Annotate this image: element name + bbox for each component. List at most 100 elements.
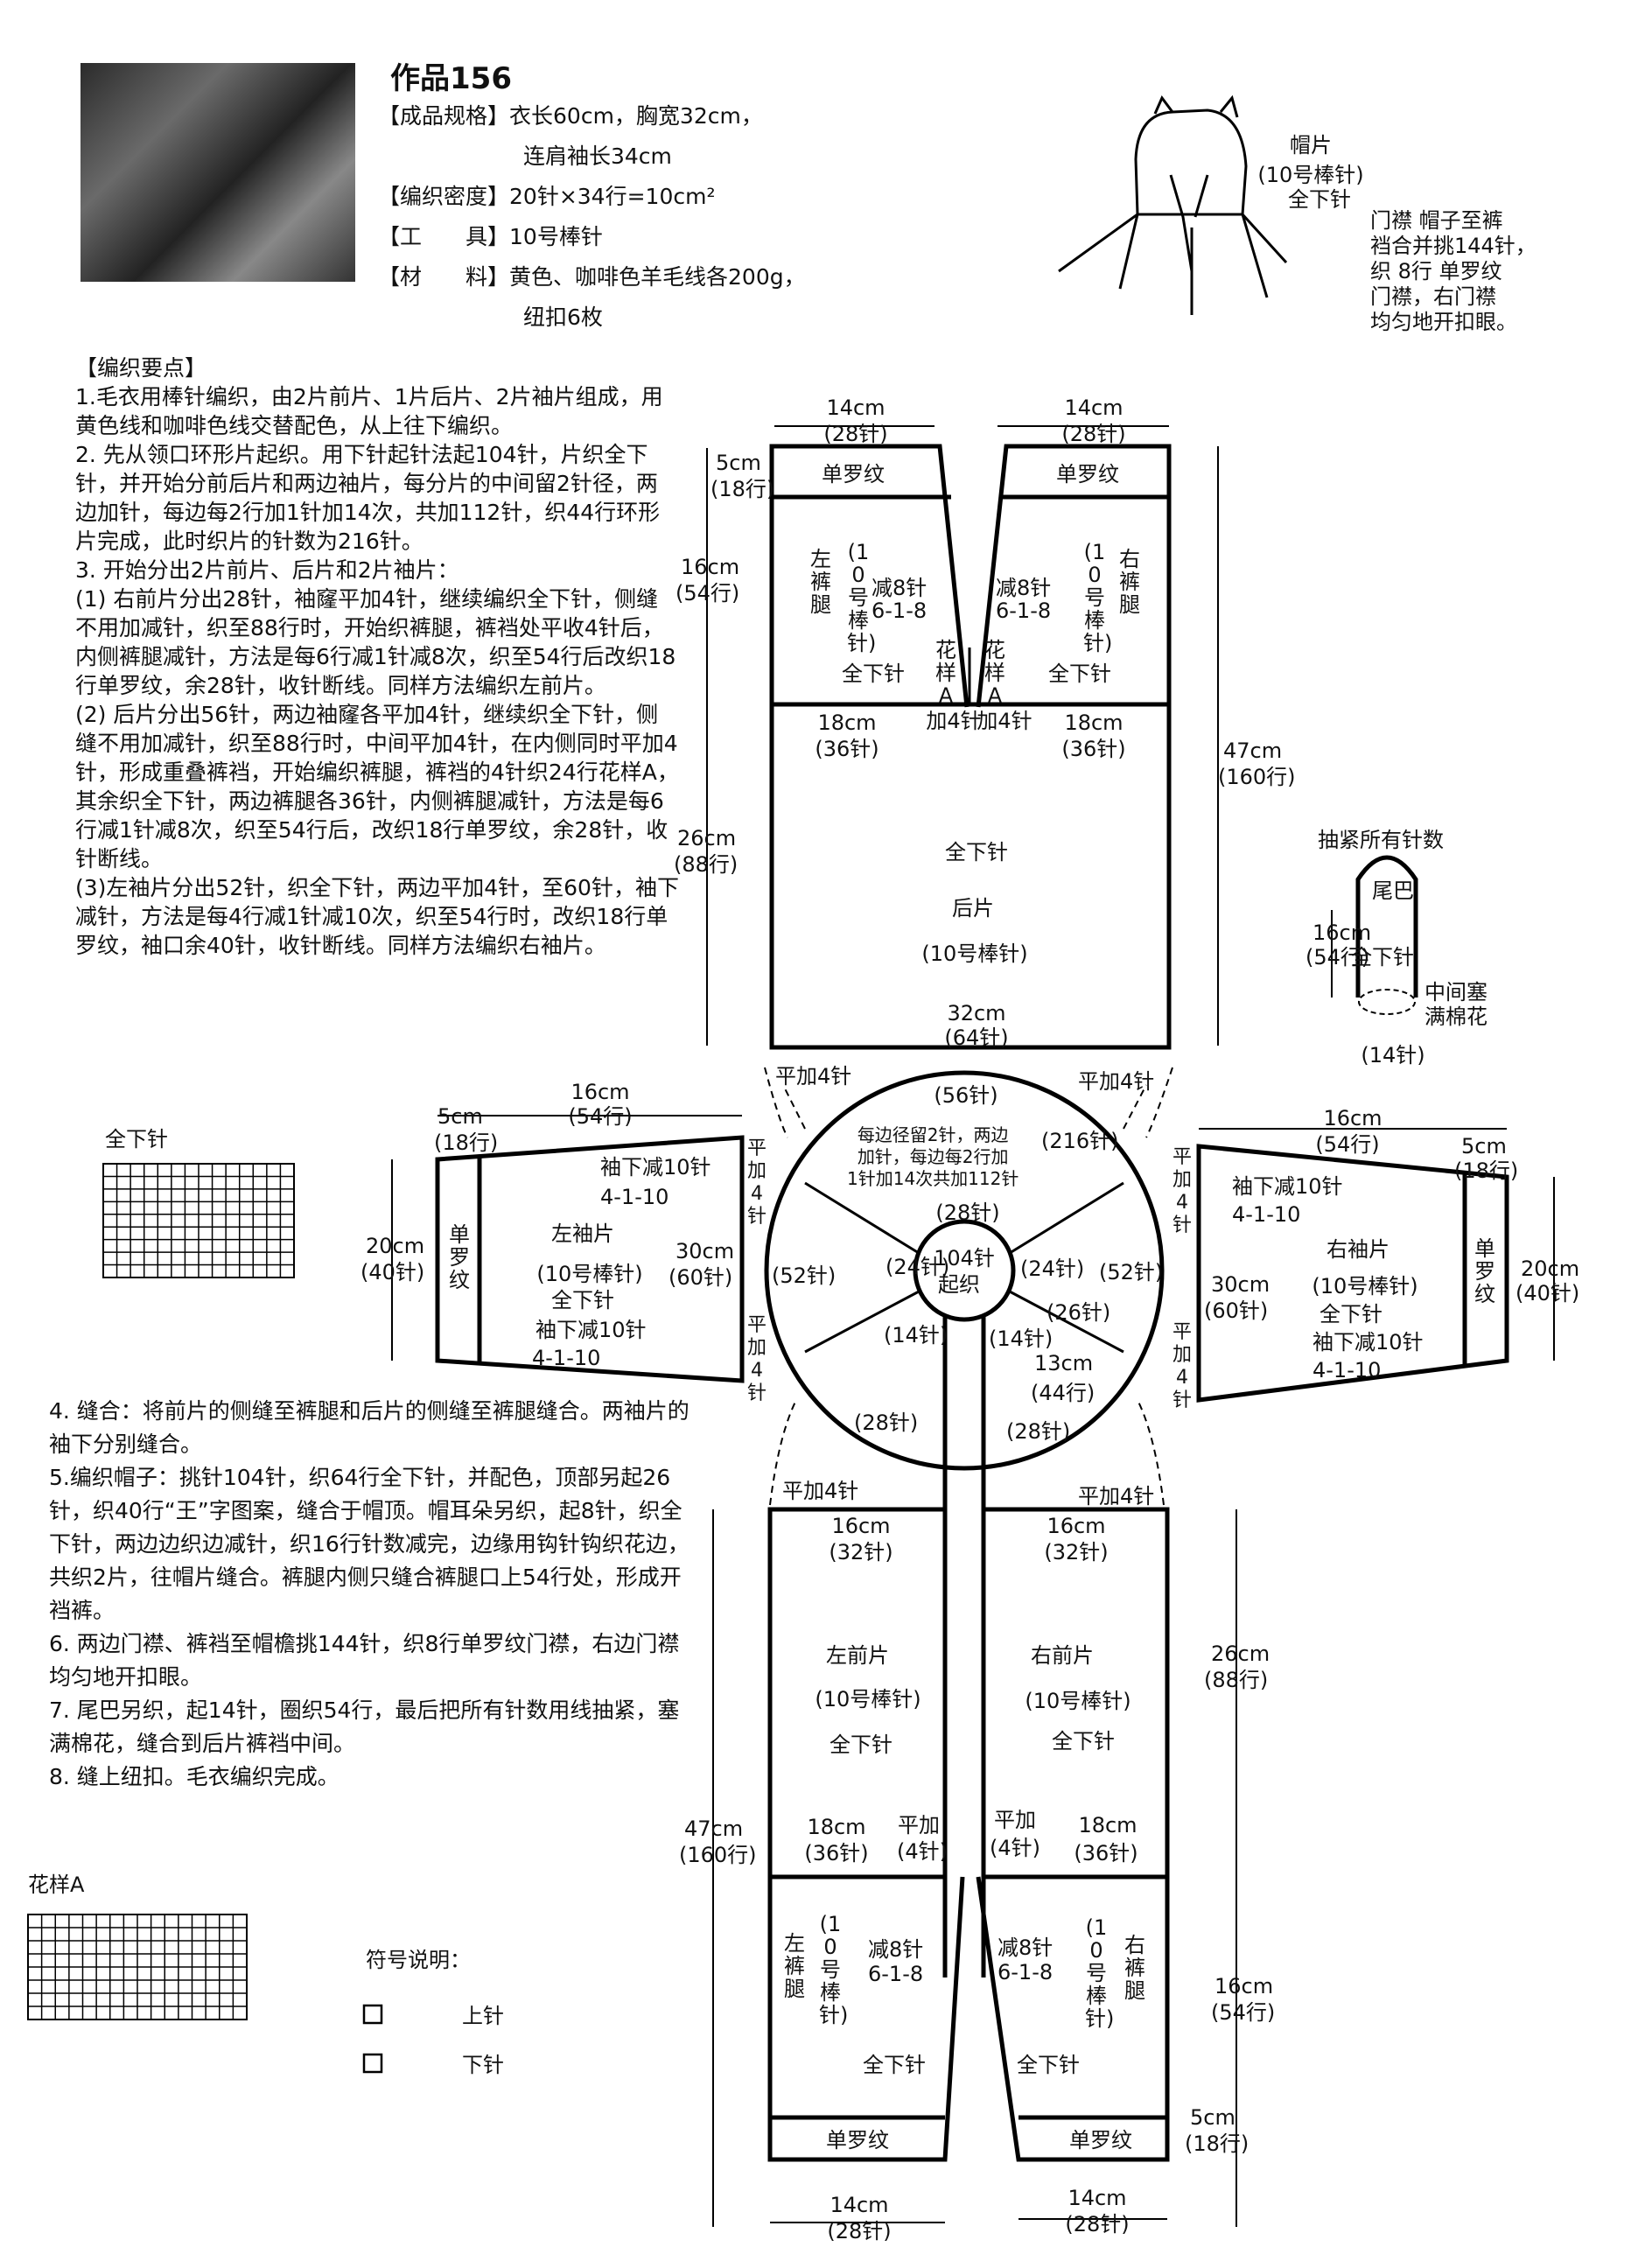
back-name: 后片	[952, 896, 994, 920]
yoke-52-right: (52针)	[1099, 1260, 1164, 1284]
legend-title: 符号说明：	[366, 1948, 471, 1972]
back-left-leg-label: 左裤腿	[810, 547, 831, 617]
yoke-center-1: 104针	[934, 1246, 995, 1270]
back-left-width: 18cm	[817, 710, 877, 735]
lsleeve-dec-top-rule: 4-1-10	[600, 1185, 669, 1209]
yoke-216: (216针)	[1041, 1129, 1119, 1153]
pattern-a-title: 花样A	[28, 1872, 85, 1897]
rsleeve-cuff-rows: (18行)	[1454, 1158, 1519, 1183]
front-left-leg-label: 左裤腿	[784, 1931, 805, 2001]
front-right-dec: 减8针	[998, 1936, 1054, 1960]
spec-key: 【工 具】	[378, 224, 510, 249]
front-right-bottom-stitches: (28针)	[1065, 2212, 1130, 2236]
crotch-add-right: 加4针	[976, 709, 1032, 733]
lsleeve-flat-top: 平加4针	[746, 1138, 766, 1228]
lsleeve-rib: 单罗纹	[449, 1222, 470, 1292]
spec-key: 【编织密度】	[378, 184, 510, 209]
instructions: 【编织要点】 1.毛衣用棒针编织，由2片前片、1片后片、2片袖片组成，用黄色线和…	[75, 354, 679, 960]
tail-bottom: (14针)	[1361, 1043, 1425, 1068]
lsleeve-needle: (10号棒针)	[536, 1262, 643, 1286]
note-line: 裆合并挑144针，	[1370, 234, 1536, 258]
front-left-width: 16cm	[831, 1514, 891, 1538]
back-leg-right-width: 14cm	[1064, 396, 1124, 420]
front-right-s36: (36针)	[1074, 1841, 1138, 1866]
cover-photo	[80, 63, 355, 282]
back-right-stitch: 全下针	[1048, 662, 1111, 686]
spec-value: 连肩袖长34cm	[523, 144, 672, 169]
hood-needle: (10号棒针)	[1257, 163, 1364, 187]
back-leg-height: 16cm	[681, 555, 740, 579]
lsleeve-height: 20cm	[366, 1234, 425, 1258]
front-rib-height: 5cm	[1190, 2105, 1236, 2130]
front-left-leg-stitch: 全下针	[863, 2053, 926, 2077]
front-right-dec-rule: 6-1-8	[998, 1960, 1054, 1984]
rsleeve-rows: (54行)	[1315, 1132, 1380, 1157]
yoke-24-right: (24针)	[1020, 1256, 1085, 1281]
back-right-rib: 单罗纹	[1056, 462, 1119, 486]
lsleeve-cuff-rows: (18行)	[434, 1130, 499, 1155]
back-bottom-width: 32cm	[947, 1001, 1006, 1026]
front-right-stitch: 全下针	[1052, 1729, 1115, 1754]
back-left-stitch: 全下针	[842, 662, 905, 686]
note-line: 门襟，右门襟	[1370, 284, 1496, 309]
lsleeve-dec-bottom: 袖下减10针	[536, 1318, 647, 1342]
front-leg-height: 16cm	[1214, 1974, 1274, 1998]
front-left-w18: 18cm	[807, 1815, 866, 1839]
front-right-name: 右前片	[1031, 1643, 1094, 1668]
tail-note: 抽紧所有针数	[1318, 828, 1444, 852]
yoke-note-line: 1针加14次共加112针	[847, 1168, 1019, 1189]
spec-value: 衣长60cm，胸宽32cm，	[509, 103, 763, 129]
back-leg-right-stitches: (28针)	[1061, 422, 1126, 446]
back-leg-left-stitches: (28针)	[823, 422, 888, 446]
yoke-52-left: (52针)	[772, 1264, 836, 1288]
lsleeve-flat-bottom: 平加4针	[746, 1314, 766, 1404]
front-left-stitches: (32针)	[829, 1540, 893, 1564]
back-leg-left-width: 14cm	[826, 396, 886, 420]
back-total-height: 47cm	[1223, 738, 1283, 763]
tail-stuff-2: 满棉花	[1424, 1004, 1488, 1029]
note-line: 织 8行 单罗纹	[1370, 259, 1502, 284]
back-flat-right: 平加4针	[1078, 1069, 1155, 1094]
tail-stuff-1: 中间塞	[1424, 980, 1488, 1004]
lsleeve-name: 左袖片	[551, 1222, 614, 1246]
front-left-rib: 单罗纹	[826, 2128, 889, 2152]
instruction-para: (2) 后片分出56针，两边袖窿各平加4针，继续织全下针，侧缝不用加减针，织至8…	[75, 702, 679, 872]
front-left-flat-add: 平加	[898, 1813, 940, 1838]
front-total-rows: (160行)	[679, 1843, 757, 1867]
spec-value: 黄色、咖啡色羊毛线各200g，	[509, 264, 806, 290]
yoke-28-right: (28针)	[1006, 1419, 1071, 1444]
yoke-28-left: (28针)	[854, 1410, 919, 1435]
lsleeve-stitch: 全下针	[551, 1288, 614, 1312]
yoke-13cm: 13cm	[1034, 1351, 1094, 1376]
back-total-rows: (160行)	[1218, 765, 1296, 789]
instruction-para: 2. 先从领口环形片起织。用下针起针法起104针，片织全下针，并开始分前后片和两…	[75, 442, 661, 554]
instruction-para: (1) 右前片分出28针，袖窿平加4针，继续编织全下针，侧缝不用加减针，织至88…	[75, 586, 676, 698]
lsleeve-cuff: 5cm	[438, 1104, 483, 1129]
yoke-note-line: 加针，每边每2行加	[857, 1146, 1009, 1167]
hood-stitch: 全下针	[1288, 187, 1351, 212]
hood-title: 帽片	[1290, 133, 1332, 158]
front-left-s36: (36针)	[804, 1841, 869, 1866]
front-flat-left: 平加4针	[782, 1479, 859, 1503]
yoke-note: 每边径留2针，两边 加针，每边每2行加 1针加14次共加112针	[847, 1124, 1018, 1190]
back-right-leg-needle: (10号棒针)	[1083, 540, 1113, 655]
spec-value: 10号棒针	[509, 224, 603, 249]
back-left-rib: 单罗纹	[822, 462, 885, 486]
lsleeve-stitches: (40针)	[360, 1260, 425, 1284]
back-flat-left: 平加4针	[775, 1064, 852, 1088]
lsleeve-length: 16cm	[570, 1080, 630, 1104]
instructions-heading: 【编织要点】	[75, 355, 207, 381]
rsleeve-dec-top-rule: 4-1-10	[1232, 1202, 1301, 1227]
rsleeve-cuff: 5cm	[1461, 1134, 1507, 1158]
front-right-needle: (10号棒针)	[1025, 1689, 1131, 1713]
front-right-w18: 18cm	[1078, 1813, 1138, 1838]
instruction-para: 6. 两边门襟、裤裆至帽檐挑144针，织8行单罗纹门襟，右边门襟均匀地开扣眼。	[49, 1631, 680, 1690]
instruction-para: 7. 尾巴另织，起14针，圈织54行，最后把所有针数用线抽紧，塞满棉花，缝合到后…	[49, 1698, 680, 1756]
spec-value: 20针×34行=10cm²	[509, 184, 716, 209]
spec-key: 【材 料】	[378, 264, 510, 290]
instruction-para: 5.编织帽子：挑针104针，织64行全下针，并配色，顶部另起26针，织40行“王…	[49, 1465, 690, 1623]
yoke-14-left: (14针)	[884, 1323, 948, 1348]
rsleeve-height: 20cm	[1521, 1256, 1580, 1281]
front-body-rows: (88行)	[1204, 1668, 1269, 1692]
